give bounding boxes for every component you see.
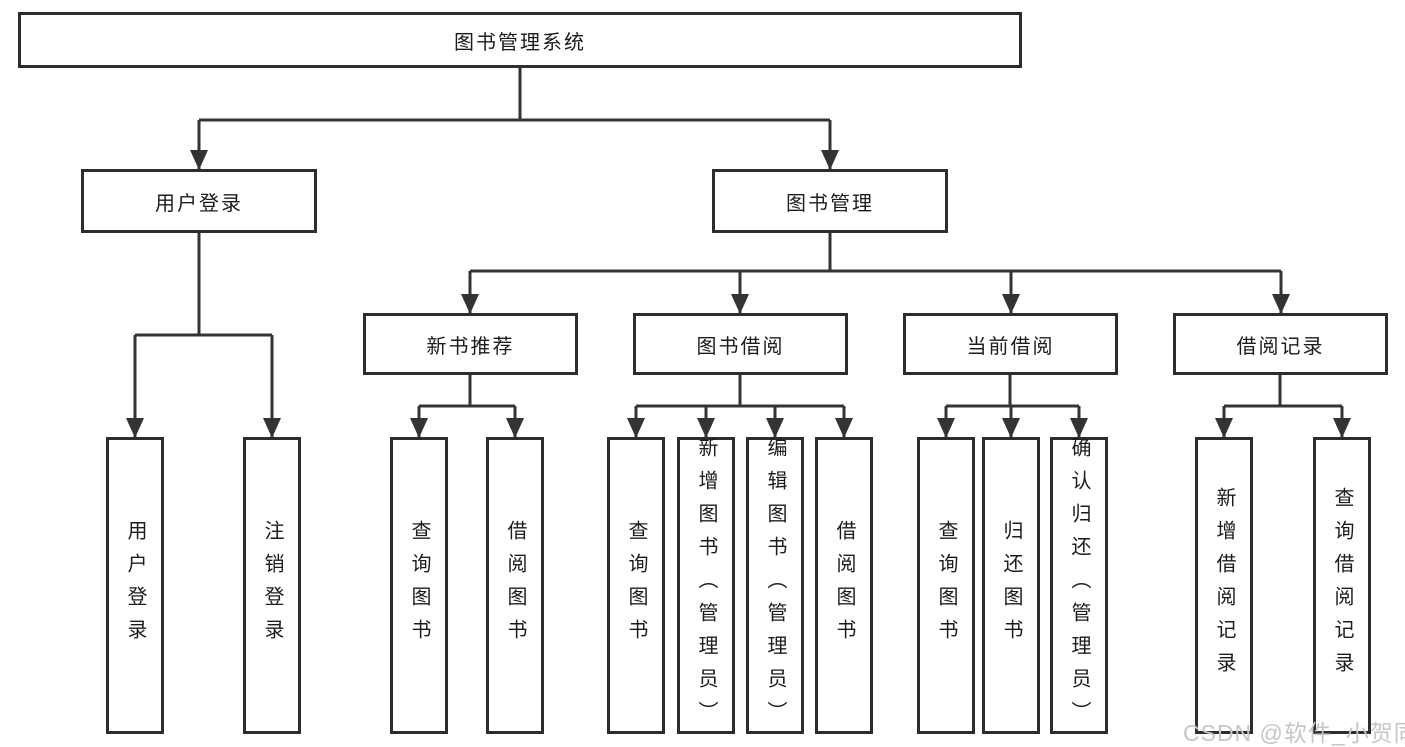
leaf-query-borrow-record: 查询借阅记录	[1313, 437, 1371, 734]
leaf-query-borrow-record-label: 查询借阅记录	[1331, 486, 1353, 685]
root-to-level2-connectors	[190, 68, 839, 170]
leaf-add-borrow-record: 新增借阅记录	[1195, 437, 1253, 734]
leaf-query-books-2: 查询图书	[607, 437, 665, 734]
node-borrowing-records-label: 借阅记录	[1236, 335, 1325, 358]
leaf-query-books-3-label: 查询图书	[935, 519, 957, 652]
node-current-borrowing: 当前借阅	[903, 313, 1118, 375]
new-book-rec-connectors	[410, 375, 524, 438]
node-book-borrowing-label: 图书借阅	[696, 335, 785, 358]
leaf-query-books-3: 查询图书	[917, 437, 975, 734]
node-book-management-label: 图书管理	[786, 192, 874, 215]
user-login-connectors	[126, 233, 281, 438]
leaf-user-login: 用户登录	[106, 437, 164, 734]
borrow-record-connectors	[1215, 375, 1351, 438]
leaf-query-books-1-label: 查询图书	[408, 519, 430, 652]
current-borrow-connectors	[937, 375, 1088, 438]
leaf-edit-books-admin: 编辑图书（管理员）	[746, 437, 804, 734]
csdn-watermark: CSDN @软件_小贺同学	[1183, 720, 1405, 746]
leaf-query-books-1: 查询图书	[390, 437, 448, 734]
node-borrowing-records: 借阅记录	[1173, 313, 1388, 375]
leaf-add-books-admin: 新增图书（管理员）	[677, 437, 735, 734]
leaf-confirm-return-admin-label: 确认归还（管理员）	[1068, 437, 1090, 734]
node-new-book-recommendation-label: 新书推荐	[426, 335, 515, 358]
leaf-query-books-2-label: 查询图书	[625, 519, 647, 652]
leaf-logout-label: 注销登录	[261, 519, 283, 652]
leaf-add-books-admin-label: 新增图书（管理员）	[695, 437, 717, 734]
leaf-borrow-books-1-label: 借阅图书	[504, 519, 526, 652]
leaf-borrow-books-2-label: 借阅图书	[833, 519, 855, 652]
leaf-return-books-label: 归还图书	[1000, 519, 1022, 652]
node-book-management: 图书管理	[712, 169, 948, 233]
leaf-add-borrow-record-label: 新增借阅记录	[1213, 486, 1235, 685]
book-borrow-connectors	[627, 375, 853, 438]
node-user-login: 用户登录	[81, 169, 317, 233]
book-management-connectors	[461, 233, 1290, 314]
leaf-borrow-books-2: 借阅图书	[815, 437, 873, 734]
leaf-logout: 注销登录	[243, 437, 301, 734]
leaf-return-books: 归还图书	[982, 437, 1040, 734]
node-user-login-label: 用户登录	[155, 192, 243, 215]
leaf-borrow-books-1: 借阅图书	[486, 437, 544, 734]
node-root: 图书管理系统	[18, 12, 1022, 68]
node-new-book-recommendation: 新书推荐	[363, 313, 578, 375]
leaf-edit-books-admin-label: 编辑图书（管理员）	[764, 437, 786, 734]
node-book-borrowing: 图书借阅	[633, 313, 848, 375]
node-root-label: 图书管理系统	[454, 31, 586, 54]
leaf-confirm-return-admin: 确认归还（管理员）	[1050, 437, 1108, 734]
node-current-borrowing-label: 当前借阅	[966, 335, 1055, 358]
leaf-user-login-label: 用户登录	[124, 519, 146, 652]
